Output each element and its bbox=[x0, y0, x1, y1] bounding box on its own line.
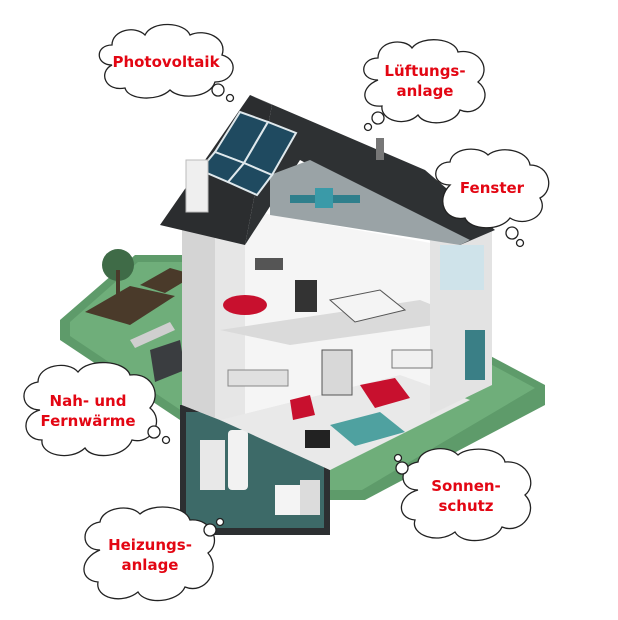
kitchen-counter bbox=[391, 349, 433, 369]
bathroom-window bbox=[440, 245, 484, 290]
cloud-fernwaerme bbox=[23, 361, 171, 457]
cloud-heizung bbox=[83, 506, 225, 602]
water-tank bbox=[228, 430, 248, 490]
label-lueftungsanlage: Lüftungs- anlage bbox=[384, 62, 466, 100]
ventilation-unit bbox=[315, 188, 333, 208]
cloud-photovoltaik bbox=[98, 23, 235, 103]
garden-bed bbox=[140, 268, 195, 293]
upper-floor bbox=[220, 300, 470, 345]
sofa bbox=[360, 378, 410, 408]
wind-turbine bbox=[397, 119, 425, 160]
vent-pipe bbox=[376, 138, 384, 160]
left-wall-shade bbox=[182, 225, 215, 418]
roof-main bbox=[245, 95, 495, 245]
label-sonnenschutz: Sonnen- schutz bbox=[431, 477, 501, 515]
heat-pump-unit bbox=[150, 340, 185, 382]
cloud-sonnenschutz bbox=[393, 448, 532, 542]
washing-machine bbox=[275, 485, 301, 515]
living-rug bbox=[330, 412, 405, 446]
basement-sink bbox=[300, 480, 320, 515]
cloud-lueftung bbox=[363, 39, 486, 132]
label-photovoltaik: Photovoltaik bbox=[112, 53, 220, 71]
tree bbox=[102, 249, 134, 281]
armchair bbox=[290, 395, 315, 420]
bench bbox=[130, 322, 175, 348]
desk bbox=[255, 258, 283, 270]
cloud-fenster bbox=[435, 148, 550, 248]
chimney bbox=[185, 159, 209, 213]
garden-bed bbox=[85, 286, 175, 325]
tv bbox=[305, 430, 330, 448]
round-rug bbox=[223, 295, 267, 315]
fridge bbox=[465, 330, 485, 380]
tree-trunk bbox=[116, 270, 120, 295]
label-fenster: Fenster bbox=[459, 179, 525, 197]
solar-panels bbox=[198, 110, 298, 197]
wardrobe bbox=[295, 280, 317, 312]
attic-interior bbox=[270, 160, 470, 245]
bookshelf bbox=[321, 349, 353, 396]
bed bbox=[328, 289, 407, 323]
kitchen-island bbox=[227, 369, 289, 387]
label-heizungsanlage: Heizungs- anlage bbox=[108, 536, 192, 574]
label-fernwaerme: Nah- und Fernwärme bbox=[40, 392, 136, 430]
heating-boiler bbox=[200, 440, 225, 490]
